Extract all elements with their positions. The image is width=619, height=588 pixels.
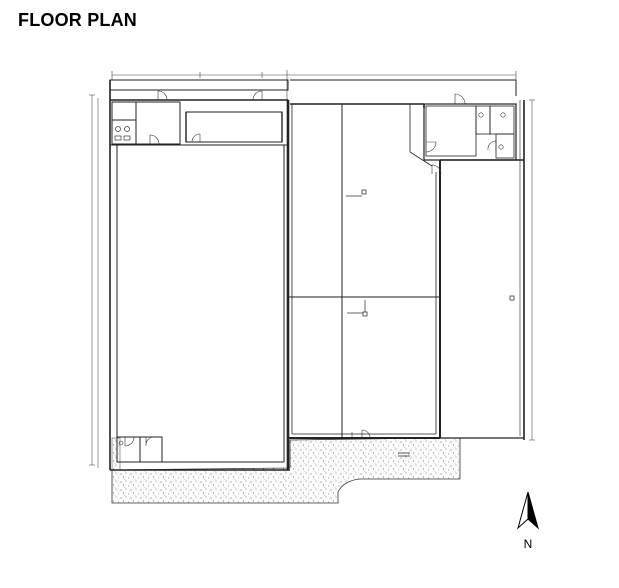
- top-right-fixtures: [425, 93, 506, 153]
- right-building: [288, 79, 525, 440]
- north-label: N: [524, 537, 533, 551]
- page-title: FLOOR PLAN: [18, 10, 137, 30]
- top-dimension-line: [111, 70, 517, 101]
- top-left-rooms: [111, 101, 283, 145]
- top-left-fixtures: [114, 126, 131, 141]
- door-swings-right: [351, 164, 442, 439]
- left-building: [109, 79, 290, 471]
- bottom-left-rooms: [116, 436, 163, 463]
- top-right-rooms: [423, 103, 517, 161]
- side-dimension-lines: [89, 94, 535, 468]
- door-swings-top-left: [149, 90, 263, 145]
- small-markers: [346, 189, 515, 317]
- door-swings-bottom-left: [118, 436, 155, 447]
- north-arrow-icon: [517, 491, 539, 530]
